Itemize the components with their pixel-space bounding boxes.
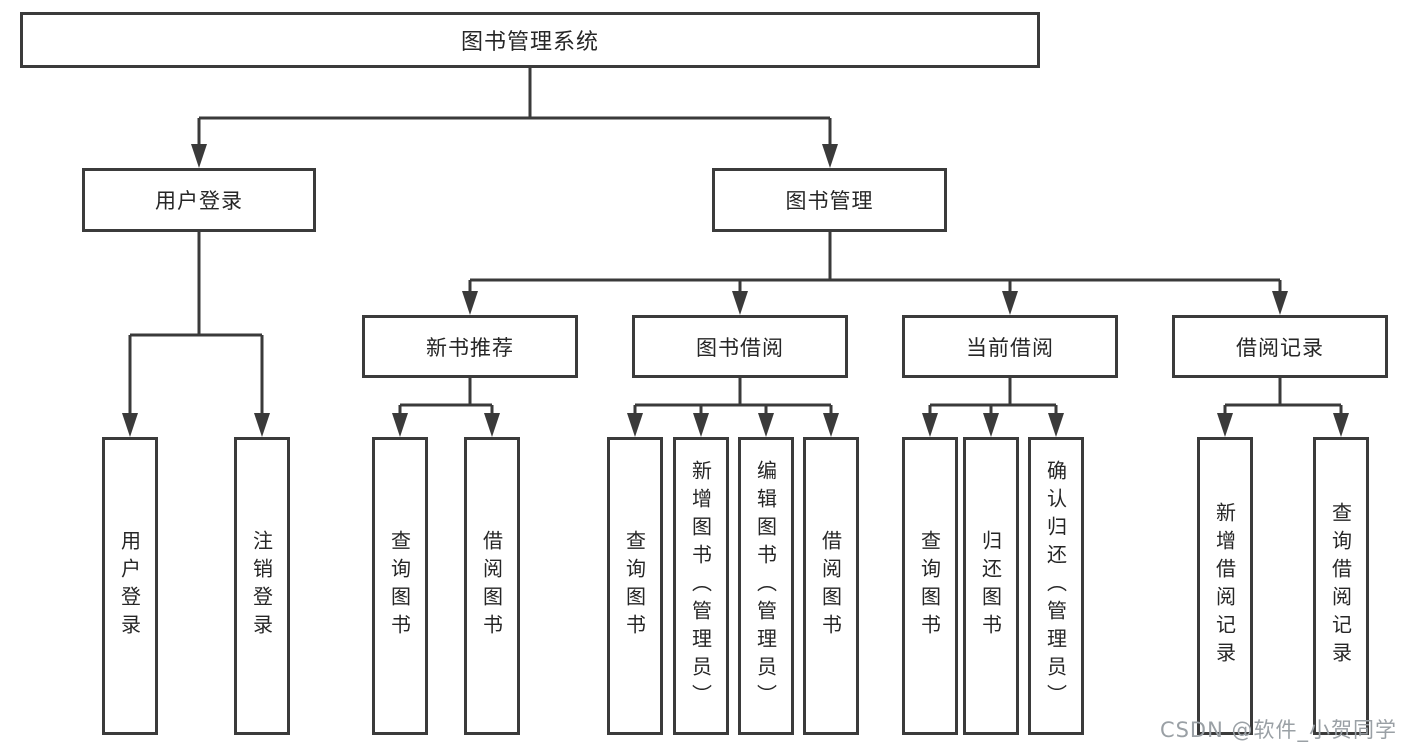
tree-edges [128, 68, 1343, 416]
leaf-user-login: 用户登录 [102, 437, 158, 735]
leaf-recommend-borrow-books: 借阅图书 [464, 437, 520, 735]
node-label: 新增借阅记录 [1212, 502, 1237, 670]
node-label: 当前借阅 [966, 335, 1054, 360]
node-label: 新增图书（管理员） [688, 460, 713, 712]
node-label: 图书管理系统 [460, 30, 599, 55]
node-label: 用户登录 [155, 189, 243, 213]
node-label: 查询借阅记录 [1328, 502, 1353, 670]
leaf-current-query-books: 查询图书 [902, 437, 958, 735]
node-label: 借阅记录 [1236, 335, 1324, 360]
node-label: 图书管理 [785, 189, 874, 213]
node-label: 用户登录 [117, 530, 142, 642]
node-book-management: 图书管理 [712, 168, 947, 232]
node-label: 确认归还（管理员） [1043, 460, 1068, 712]
leaf-recommend-query-books: 查询图书 [372, 437, 428, 735]
leaf-records-add-record: 新增借阅记录 [1197, 437, 1253, 735]
node-user-login: 用户登录 [82, 168, 316, 232]
node-book-borrowing: 图书借阅 [632, 315, 848, 378]
leaf-current-confirm-return-admin: 确认归还（管理员） [1028, 437, 1084, 735]
leaf-records-query-record: 查询借阅记录 [1313, 437, 1369, 735]
node-library-management-system: 图书管理系统 [20, 12, 1040, 68]
leaf-borrowing-query-books: 查询图书 [607, 437, 663, 735]
node-label: 新书推荐 [426, 335, 514, 360]
leaf-current-return-books: 归还图书 [963, 437, 1019, 735]
node-label: 查询图书 [917, 530, 942, 642]
node-label: 图书借阅 [696, 335, 784, 360]
node-label: 借阅图书 [818, 530, 843, 642]
node-current-borrowing: 当前借阅 [902, 315, 1118, 378]
node-label: 借阅图书 [479, 530, 504, 642]
node-borrowing-records: 借阅记录 [1172, 315, 1388, 378]
node-label: 注销登录 [249, 530, 274, 642]
node-new-book-recommend: 新书推荐 [362, 315, 578, 378]
leaf-borrowing-borrow-books: 借阅图书 [803, 437, 859, 735]
leaf-borrowing-add-books-admin: 新增图书（管理员） [673, 437, 729, 735]
leaf-logout: 注销登录 [234, 437, 290, 735]
leaf-borrowing-edit-books-admin: 编辑图书（管理员） [738, 437, 794, 735]
node-label: 归还图书 [978, 530, 1003, 642]
node-label: 编辑图书（管理员） [753, 460, 778, 712]
node-label: 查询图书 [387, 530, 412, 642]
node-label: 查询图书 [622, 530, 647, 642]
